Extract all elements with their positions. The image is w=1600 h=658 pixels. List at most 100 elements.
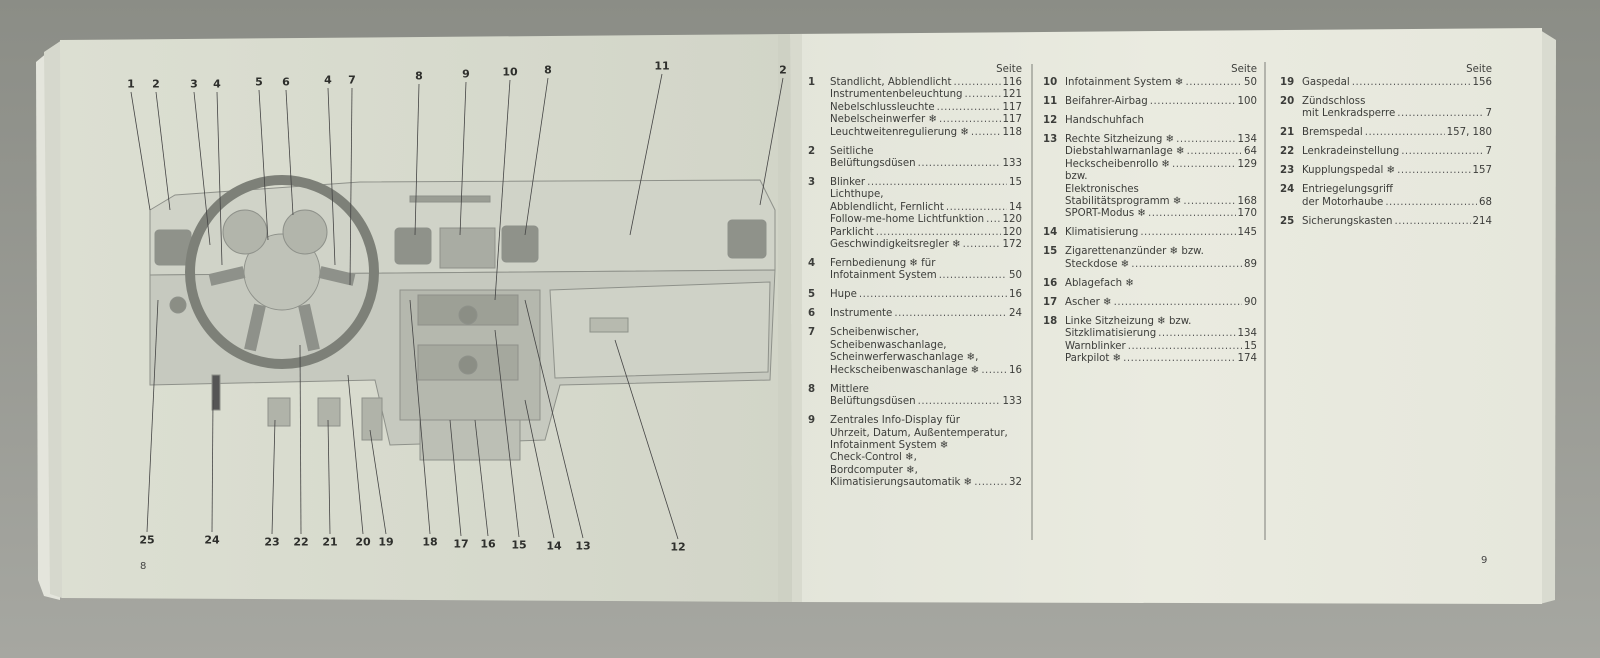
callout-number: 18 [422, 535, 438, 549]
dashboard-illustration [149, 175, 776, 461]
legend-entry: 14Klimatisierung145 [1043, 227, 1257, 239]
page-reference: 16 [1009, 289, 1022, 301]
leader-line [347, 374, 364, 535]
legend-line: Steckdose ❄89 [1065, 259, 1257, 271]
page-reference: 32 [1009, 477, 1022, 489]
leader-line [155, 91, 171, 211]
legend-number: 5 [808, 289, 816, 301]
legend-number: 22 [1280, 146, 1295, 158]
legend-text: Linke Sitzheizung ❄ bzw. [1065, 315, 1192, 327]
callout-number: 8 [415, 69, 423, 83]
legend-column-3: Seite19Gaspedal15620Zündschlossmit Lenkr… [1280, 64, 1492, 235]
legend-text: Sitzklimatisierung [1065, 328, 1157, 340]
page-reference: 174 [1237, 353, 1257, 365]
seite-header: Seite [1231, 64, 1257, 75]
legend-line: Zündschloss [1302, 96, 1492, 108]
legend-text: Entriegelungsgriff [1302, 184, 1393, 196]
callout-number: 7 [348, 73, 356, 87]
legend-line: Handschuhfach [1065, 115, 1257, 127]
dot-leader [1183, 196, 1235, 208]
legend-text: Heckscheibenwaschanlage ❄ [830, 364, 980, 376]
legend-text: Lichthupe, [830, 189, 884, 201]
leader-line [349, 87, 353, 286]
callout-number: 1 [127, 77, 135, 91]
leader-line [211, 399, 214, 533]
dot-leader [981, 365, 1007, 377]
legend-line: Ablagefach ❄ [1065, 278, 1257, 290]
legend-line: Follow-me-home Lichtfunktion120 [830, 214, 1022, 226]
dot-leader [1397, 165, 1470, 177]
legend-line: Rechte Sitzheizung ❄ 134 [1065, 134, 1257, 146]
page-reference: 64 [1244, 146, 1257, 158]
legend-text: Klimatisierungsautomatik ❄ [830, 477, 973, 489]
page-reference: 50 [1244, 77, 1257, 88]
leader-line [409, 299, 431, 535]
dot-leader [1397, 108, 1483, 120]
page-reference: 68 [1479, 196, 1492, 208]
leader-line [327, 87, 336, 266]
page-reference: 7 [1485, 146, 1492, 158]
legend-line: Ascher ❄90 [1065, 297, 1257, 309]
legend-text: Parklicht [830, 226, 874, 238]
legend-text: Nebelscheinwerfer ❄ [830, 114, 937, 126]
legend-line: Infotainment System ❄50 [1065, 77, 1257, 89]
page-reference: 15 [1009, 177, 1022, 189]
legend-line: bzw. [1065, 171, 1257, 183]
legend-number: 6 [808, 308, 816, 320]
legend-text: bzw. [1065, 171, 1088, 183]
legend-line: Mittlere [830, 384, 1022, 396]
page-reference: 16 [1009, 364, 1022, 376]
legend-text: Handschuhfach [1065, 115, 1144, 126]
legend-line: SPORT-Modus ❄170 [1065, 208, 1257, 220]
legend-line: Elektronisches [1065, 184, 1257, 196]
legend-entry: 25Sicherungskasten214 [1280, 216, 1492, 228]
leader-line [614, 339, 679, 540]
leader-line [524, 399, 555, 539]
page-reference: 15 [1244, 340, 1257, 352]
page-reference: 14 [1009, 201, 1022, 213]
legend-text: Uhrzeit, Datum, Außentemperatur, [830, 427, 1008, 439]
legend-number: 13 [1043, 134, 1058, 145]
legend-text: Elektronisches [1065, 183, 1139, 195]
page-reference: 100 [1237, 96, 1257, 107]
legend-number: 20 [1280, 96, 1295, 107]
legend-text: Warnblinker [1065, 340, 1126, 352]
legend-line: Belüftungsdüsen133 [830, 158, 1022, 170]
leader-line [474, 419, 489, 537]
legend-text: mit Lenkradsperre [1302, 108, 1396, 120]
legend-line: Bordcomputer ❄, [830, 465, 1022, 477]
callout-number: 5 [255, 75, 263, 89]
dot-leader [939, 270, 1007, 282]
leader-line [369, 429, 387, 535]
legend-number: 15 [1043, 246, 1058, 258]
legend-number: 10 [1043, 77, 1058, 88]
callout-number: 4 [213, 77, 221, 91]
dot-leader [1401, 146, 1483, 158]
page-reference: 24 [1009, 308, 1022, 320]
legend-number: 21 [1280, 127, 1295, 139]
legend-number: 23 [1280, 165, 1295, 177]
legend-line: Zentrales Info-Display für [830, 415, 1022, 427]
legend-entry: 2SeitlicheBelüftungsdüsen133 [808, 146, 1022, 171]
callout-number: 22 [293, 535, 309, 549]
dot-leader [867, 177, 1007, 189]
page-number-right: 9 [1481, 555, 1488, 566]
page-reference: 134 [1237, 134, 1257, 145]
callout-number: 12 [670, 540, 686, 554]
legend-number: 1 [808, 77, 816, 88]
legend-number: 14 [1043, 227, 1058, 239]
legend-line: Beifahrer-Airbag100 [1065, 96, 1257, 108]
callout-number: 20 [355, 535, 371, 549]
legend-entry: 6Instrumente24 [808, 308, 1022, 320]
legend-text: Diebstahlwarnanlage ❄ [1065, 146, 1185, 158]
leader-line [524, 299, 584, 539]
legend-text: Geschwindigkeitsregler ❄ [830, 239, 961, 251]
leader-line [414, 83, 420, 236]
legend-text: Rechte Sitzheizung ❄ [1065, 134, 1175, 145]
legend-line: Scheibenwaschanlage, [830, 340, 1022, 352]
legend-text: Leuchtweitenregulierung ❄ [830, 126, 969, 138]
page-reference: 89 [1244, 258, 1257, 270]
